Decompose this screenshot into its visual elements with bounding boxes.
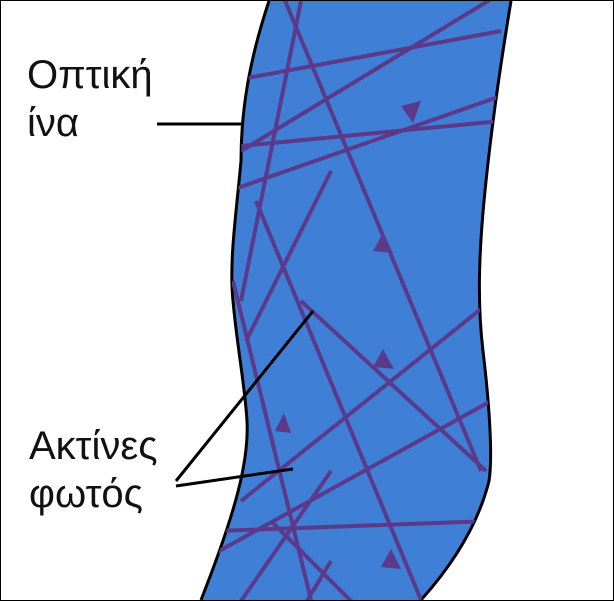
fiber-label-line1: Οπτική <box>27 51 153 99</box>
light-rays-label: Ακτίνες φωτός <box>25 422 161 518</box>
rays-label-line1: Ακτίνες <box>29 422 157 470</box>
rays-label-line2: φωτός <box>29 470 157 518</box>
fiber-label: Οπτική ίνα <box>23 51 157 147</box>
fiber-label-line2: ίνα <box>27 99 153 147</box>
